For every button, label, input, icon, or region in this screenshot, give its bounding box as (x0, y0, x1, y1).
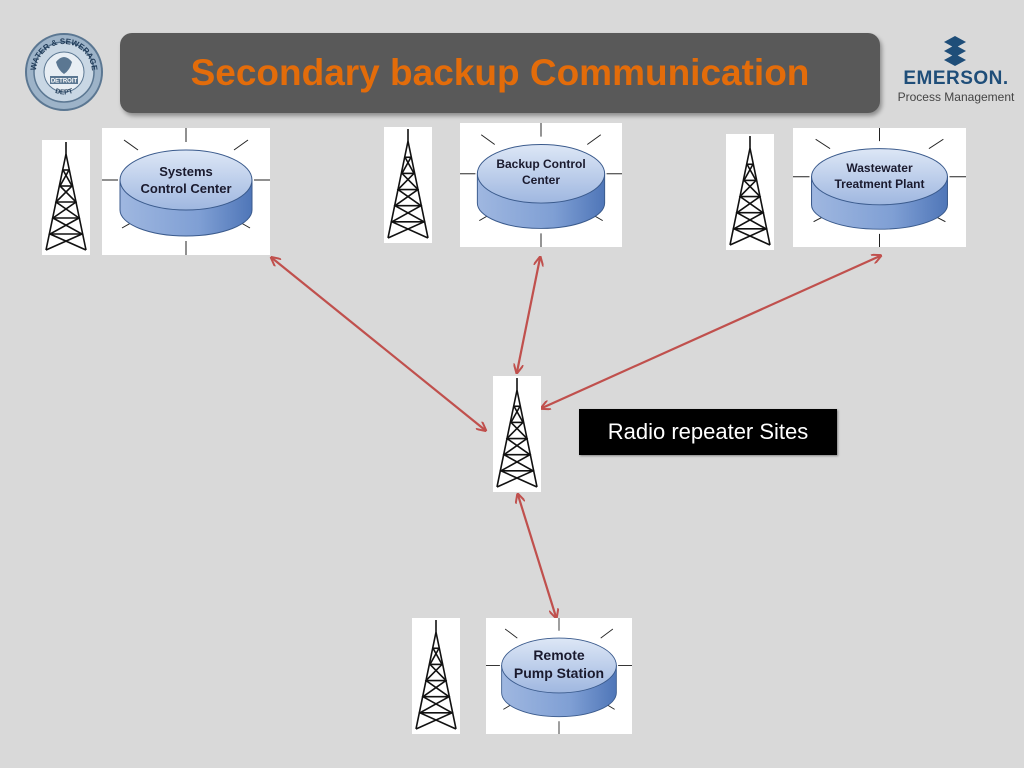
brand-subtitle: Process Management (897, 90, 1015, 104)
radio-tower-icon (384, 127, 432, 243)
radio-tower-icon (412, 618, 460, 734)
link-wastewater-to-repeater (542, 256, 880, 408)
node-label-line1: Remote (533, 647, 585, 663)
node-label-line2: Control Center (140, 180, 232, 196)
database-cylinder-icon (793, 128, 966, 247)
radio-tower-icon (42, 140, 90, 255)
repeater-tower-icon (493, 376, 541, 492)
database-cylinder-icon (486, 618, 632, 734)
repeater-sites-label: Radio repeater Sites (579, 409, 837, 455)
node-label-line1: Systems (159, 164, 213, 179)
node-remote-pump-station: Remote Pump Station (486, 618, 632, 734)
emerson-logo: EMERSON. Process Management (896, 36, 1016, 106)
node-systems-control-center: Systems Control Center (102, 128, 270, 255)
node-label-line2: Treatment Plant (834, 176, 925, 191)
dwsd-seal-logo: WATER & SEWERAGE DEPT DETROIT (24, 32, 104, 112)
node-backup-control-center: Backup Control Center (460, 123, 622, 247)
brand-name: EMERSON. (903, 68, 1009, 89)
link-repeater-to-pump (518, 495, 556, 617)
radio-tower-icon (726, 134, 774, 250)
node-wastewater-treatment-plant: Wastewater Treatment Plant (793, 128, 966, 247)
node-label-line1: Backup Control (496, 157, 586, 171)
link-systems-to-repeater (272, 258, 485, 430)
seal-ring-bottom-text: DEPT (54, 88, 74, 97)
title-banner: Secondary backup Communication (120, 33, 880, 113)
page-title: Secondary backup Communication (190, 52, 810, 93)
node-label-line1: Wastewater (846, 161, 913, 175)
node-label-line2: Center (521, 172, 560, 187)
database-cylinder-icon (102, 128, 270, 255)
database-cylinder-icon (460, 123, 622, 247)
link-backup-to-repeater (517, 258, 540, 372)
svg-text:DEPT: DEPT (54, 88, 74, 97)
emerson-mark-icon (944, 36, 966, 66)
node-label-line2: Pump Station (513, 665, 605, 682)
seal-center-text: DETROIT (51, 79, 78, 85)
